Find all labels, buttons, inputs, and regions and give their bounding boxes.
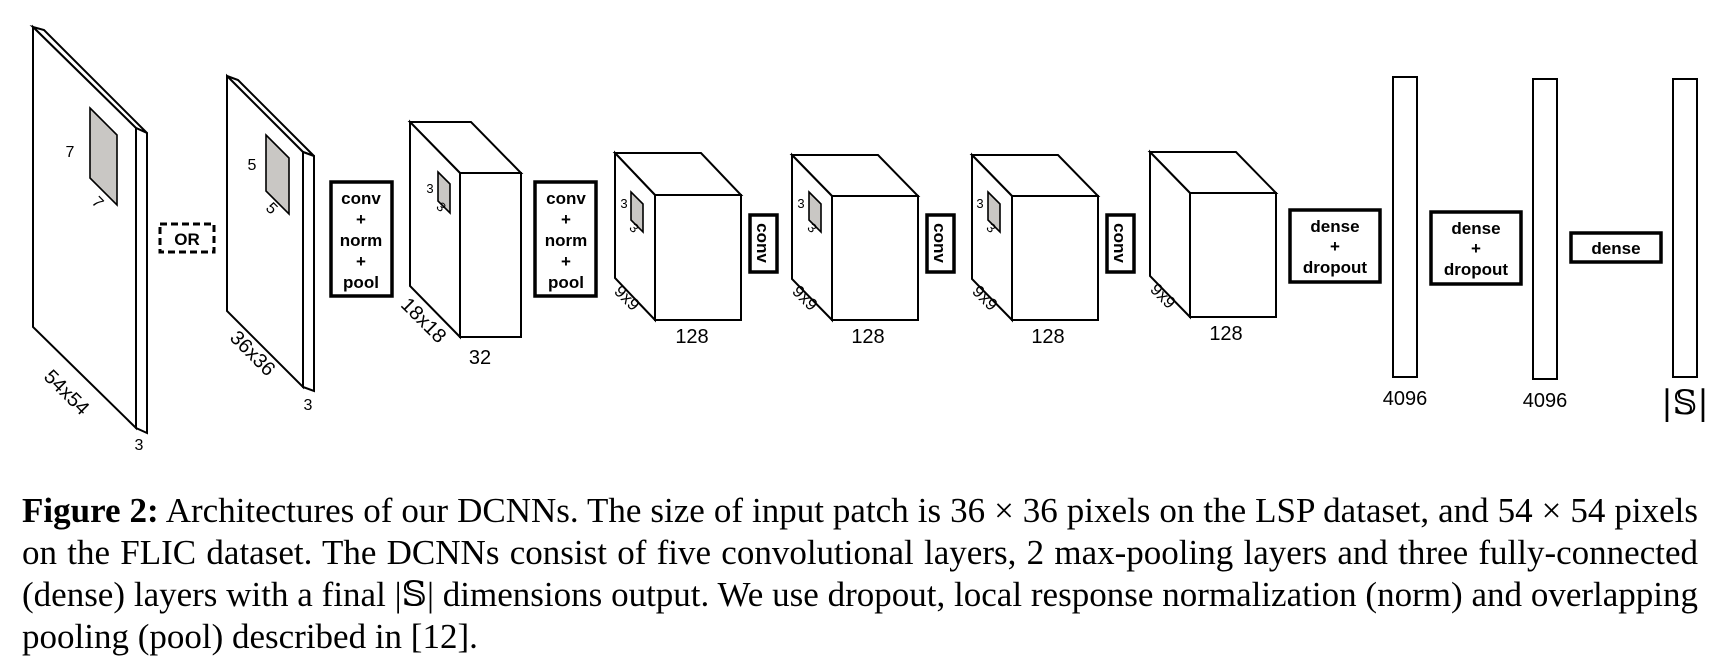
kernel-3x3	[437, 170, 451, 215]
output-layer: |𝕊|	[1661, 78, 1709, 423]
kernel-7x7	[89, 106, 118, 207]
figure-caption: Figure 2: Architectures of our DCNNs. Th…	[22, 490, 1698, 658]
op-line: dense	[1451, 219, 1500, 238]
op-line: conv	[341, 189, 381, 208]
input-channels-label: 3	[304, 397, 313, 414]
op-line: +	[561, 210, 571, 229]
map-depth-label: 32	[469, 347, 491, 369]
dense-units-label: 4096	[1383, 388, 1428, 410]
op-line: dropout	[1444, 260, 1509, 279]
op-label: conv	[930, 223, 949, 263]
dense-layer-4096-1: 4096	[1383, 76, 1428, 410]
map-depth-label: 128	[1031, 326, 1064, 348]
op-line: +	[356, 210, 366, 229]
op-line: dense	[1310, 217, 1359, 236]
map-depth-label: 128	[675, 326, 708, 348]
dense-layer-4096-2: 4096	[1523, 78, 1568, 412]
input-slab-54: 7 7 54x54 3	[29, 24, 148, 454]
or-box: OR	[158, 222, 216, 254]
or-label: OR	[174, 230, 200, 249]
op-line: norm	[340, 231, 383, 250]
figure-label: Figure 2:	[22, 491, 159, 530]
op-conv-norm-pool-2: conv + norm + pool	[533, 180, 598, 298]
kernel-5x5	[265, 133, 290, 216]
op-label: conv	[1110, 223, 1129, 263]
op-line: +	[561, 252, 571, 271]
kernel-3x3	[630, 190, 644, 234]
op-conv-5: conv	[1105, 213, 1136, 274]
op-line: +	[1471, 239, 1481, 258]
kernel-height-label: 3	[426, 181, 433, 196]
feature-map-9x9x128-4: 9x9 128	[1146, 149, 1279, 345]
op-line: dropout	[1303, 258, 1368, 277]
feature-map-18x18x32: 3 3 18x18 32	[396, 119, 524, 369]
op-label: dense	[1591, 239, 1640, 258]
kernel-3x3	[987, 190, 1001, 234]
kernel-height-label: 3	[976, 196, 983, 211]
op-line: conv	[546, 189, 586, 208]
figure-caption-text: Architectures of our DCNNs. The size of …	[22, 491, 1698, 656]
map-depth-label: 128	[1209, 323, 1242, 345]
op-dense-dropout-1: dense + dropout	[1288, 208, 1382, 284]
output-size-label: |𝕊|	[1661, 383, 1708, 423]
op-dense-dropout-2: dense + dropout	[1429, 210, 1523, 286]
op-line: pool	[343, 273, 379, 292]
kernel-3x3	[808, 190, 822, 234]
op-conv-norm-pool-1: conv + norm + pool	[329, 180, 394, 298]
kernel-height-label: 3	[797, 196, 804, 211]
kernel-height-label: 3	[620, 196, 627, 211]
input-channels-label: 3	[135, 437, 144, 454]
architecture-diagram: 7 7 54x54 3 OR 5 5 36x36 3 conv + norm +…	[29, 24, 1709, 454]
kernel-height-label: 7	[66, 144, 75, 161]
feature-map-9x9x128-3: 3 3 9x9 128	[968, 152, 1101, 348]
dense-units-label: 4096	[1523, 390, 1568, 412]
input-slab-36: 5 5 36x36 3	[225, 73, 315, 414]
op-dense-3: dense	[1569, 231, 1663, 264]
op-line: +	[356, 252, 366, 271]
op-line: +	[1330, 237, 1340, 256]
op-line: norm	[545, 231, 588, 250]
op-line: pool	[548, 273, 584, 292]
kernel-height-label: 5	[248, 157, 257, 174]
op-conv-3: conv	[748, 213, 779, 274]
op-conv-4: conv	[925, 213, 956, 274]
feature-map-9x9x128-1: 3 3 9x9 128	[610, 150, 744, 348]
feature-map-9x9x128-2: 3 3 9x9 128	[788, 152, 921, 348]
map-depth-label: 128	[851, 326, 884, 348]
op-label: conv	[753, 223, 772, 263]
